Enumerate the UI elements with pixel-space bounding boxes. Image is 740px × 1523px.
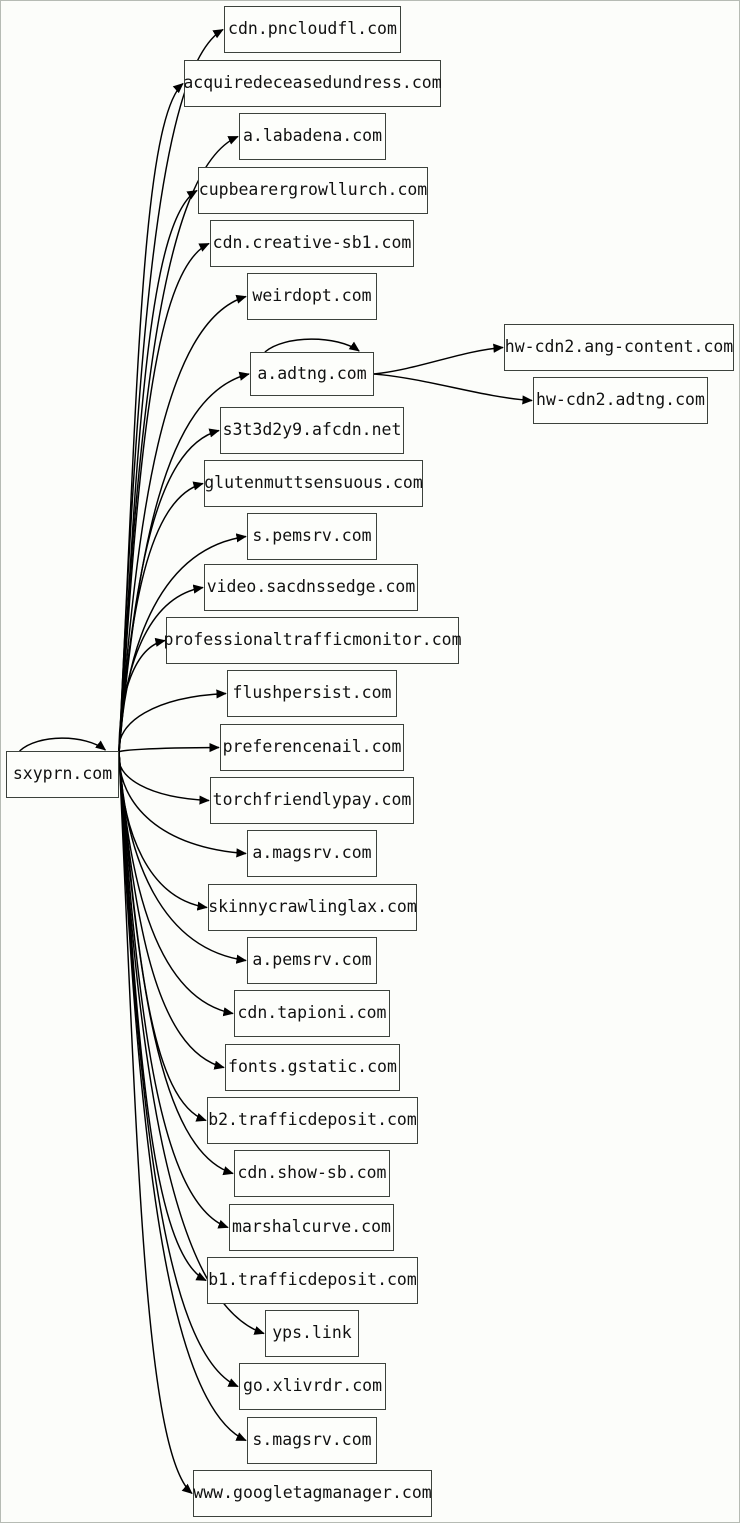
node-label: yps.link bbox=[272, 1323, 352, 1343]
node-label: a.adtng.com bbox=[257, 363, 367, 383]
edge-sxyprn-to-b1_trafficdeposit bbox=[118, 752, 207, 1282]
node-cdn_tapioni[interactable]: cdn.tapioni.com bbox=[234, 990, 390, 1037]
node-video_sacdnssedge[interactable]: video.sacdnssedge.com bbox=[204, 564, 418, 611]
node-label: acquiredeceasedundress.com bbox=[183, 73, 442, 93]
node-label: preferencenail.com bbox=[222, 737, 402, 757]
edge-a_adtng-to-a_adtng-self-loop bbox=[264, 338, 360, 353]
node-label: hw-cdn2.adtng.com bbox=[536, 390, 705, 410]
node-label: a.labadena.com bbox=[242, 126, 383, 146]
node-label: flushpersist.com bbox=[232, 683, 392, 703]
node-label: s3t3d2y9.afcdn.net bbox=[222, 420, 402, 440]
node-label: s.magsrv.com bbox=[252, 1430, 372, 1450]
node-torchfriendlypay[interactable]: torchfriendlypay.com bbox=[210, 777, 414, 824]
node-go_xlivrdr[interactable]: go.xlivrdr.com bbox=[239, 1363, 386, 1410]
edge-sxyprn-to-video_sacdnssedge bbox=[118, 584, 204, 754]
node-s_pemsrv[interactable]: s.pemsrv.com bbox=[247, 513, 377, 560]
edge-sxyprn-to-marshalcurve bbox=[118, 752, 229, 1229]
node-label: hw-cdn2.ang-content.com bbox=[504, 337, 734, 357]
node-label: video.sacdnssedge.com bbox=[206, 577, 416, 597]
node-label: a.magsrv.com bbox=[252, 843, 372, 863]
node-b1_trafficdeposit[interactable]: b1.trafficdeposit.com bbox=[207, 1257, 418, 1304]
node-a_adtng[interactable]: a.adtng.com bbox=[250, 352, 374, 396]
node-s_magsrv[interactable]: s.magsrv.com bbox=[247, 1417, 377, 1464]
edge-sxyprn-to-b2_trafficdeposit bbox=[118, 752, 207, 1122]
node-glutenmuttsensuous[interactable]: glutenmuttsensuous.com bbox=[204, 460, 423, 507]
node-label: glutenmuttsensuous.com bbox=[204, 473, 423, 493]
edge-sxyprn-to-torchfriendlypay bbox=[117, 752, 210, 805]
node-skinnycrawlinglax[interactable]: skinnycrawlinglax.com bbox=[208, 884, 417, 931]
node-yps_link[interactable]: yps.link bbox=[265, 1310, 359, 1357]
node-label: cdn.show-sb.com bbox=[237, 1163, 387, 1183]
node-label: a.pemsrv.com bbox=[252, 950, 372, 970]
node-label: professionaltrafficmonitor.com bbox=[163, 630, 462, 650]
node-cdn_pncloudfl[interactable]: cdn.pncloudfl.com bbox=[224, 6, 401, 53]
node-marshalcurve[interactable]: marshalcurve.com bbox=[229, 1204, 394, 1251]
edge-sxyprn-to-cupbearergrowllurch bbox=[118, 189, 198, 754]
node-label: cupbearergrowllurch.com bbox=[198, 180, 428, 200]
node-b2_trafficdeposit[interactable]: b2.trafficdeposit.com bbox=[207, 1097, 418, 1144]
node-label: marshalcurve.com bbox=[232, 1217, 391, 1237]
node-label: b2.trafficdeposit.com bbox=[208, 1110, 417, 1130]
node-acquiredeceasedundress[interactable]: acquiredeceasedundress.com bbox=[183, 60, 442, 107]
edge-a_adtng-to-hw_cdn2_adtng bbox=[373, 373, 533, 405]
node-label: s.pemsrv.com bbox=[252, 526, 372, 546]
node-label: cdn.pncloudfl.com bbox=[228, 19, 397, 39]
node-flushpersist[interactable]: flushpersist.com bbox=[227, 670, 397, 717]
node-professionaltrafficmonitor[interactable]: professionaltrafficmonitor.com bbox=[163, 617, 462, 664]
node-label: go.xlivrdr.com bbox=[242, 1376, 383, 1396]
node-cupbearergrowllurch[interactable]: cupbearergrowllurch.com bbox=[198, 167, 428, 214]
edge-sxyprn-to-flushpersist bbox=[118, 689, 227, 754]
edge-sxyprn-to-www_googletagmanager bbox=[118, 752, 193, 1495]
node-label: fonts.gstatic.com bbox=[228, 1057, 397, 1077]
node-label: cdn.creative-sb1.com bbox=[212, 233, 412, 253]
node-fonts_gstatic[interactable]: fonts.gstatic.com bbox=[225, 1044, 400, 1091]
node-label: sxyprn.com bbox=[12, 764, 113, 784]
edge-sxyprn-to-professionaltrafficmonitor bbox=[118, 637, 166, 754]
node-label: cdn.tapioni.com bbox=[237, 1003, 387, 1023]
node-hw_cdn2_adtng[interactable]: hw-cdn2.adtng.com bbox=[533, 377, 708, 424]
node-a_pemsrv[interactable]: a.pemsrv.com bbox=[247, 937, 377, 984]
node-cdn_creative_sb1[interactable]: cdn.creative-sb1.com bbox=[210, 220, 414, 267]
node-cdn_show_sb[interactable]: cdn.show-sb.com bbox=[234, 1150, 390, 1197]
node-weirdopt[interactable]: weirdopt.com bbox=[247, 273, 377, 320]
node-a_labadena[interactable]: a.labadena.com bbox=[239, 113, 386, 160]
node-www_googletagmanager[interactable]: www.googletagmanager.com bbox=[193, 1470, 432, 1517]
node-sxyprn[interactable]: sxyprn.com bbox=[6, 751, 119, 798]
node-hw_cdn2_ang_content[interactable]: hw-cdn2.ang-content.com bbox=[504, 324, 734, 371]
edge-sxyprn-to-cdn_creative_sb1 bbox=[118, 242, 210, 754]
edge-sxyprn-to-preferencenail bbox=[117, 742, 220, 754]
edge-sxyprn-to-skinnycrawlinglax bbox=[118, 752, 208, 911]
edge-a_adtng-to-hw_cdn2_ang_content bbox=[373, 343, 504, 375]
node-label: www.googletagmanager.com bbox=[193, 1483, 432, 1503]
node-label: torchfriendlypay.com bbox=[212, 790, 412, 810]
node-preferencenail[interactable]: preferencenail.com bbox=[220, 724, 404, 771]
edge-sxyprn-to-sxyprn-self-loop bbox=[19, 737, 107, 752]
node-label: weirdopt.com bbox=[252, 286, 372, 306]
node-label: b1.trafficdeposit.com bbox=[208, 1270, 417, 1290]
node-label: skinnycrawlinglax.com bbox=[208, 897, 417, 917]
node-s3t3d2y9_afcdn[interactable]: s3t3d2y9.afcdn.net bbox=[220, 407, 404, 454]
node-a_magsrv[interactable]: a.magsrv.com bbox=[247, 830, 377, 877]
